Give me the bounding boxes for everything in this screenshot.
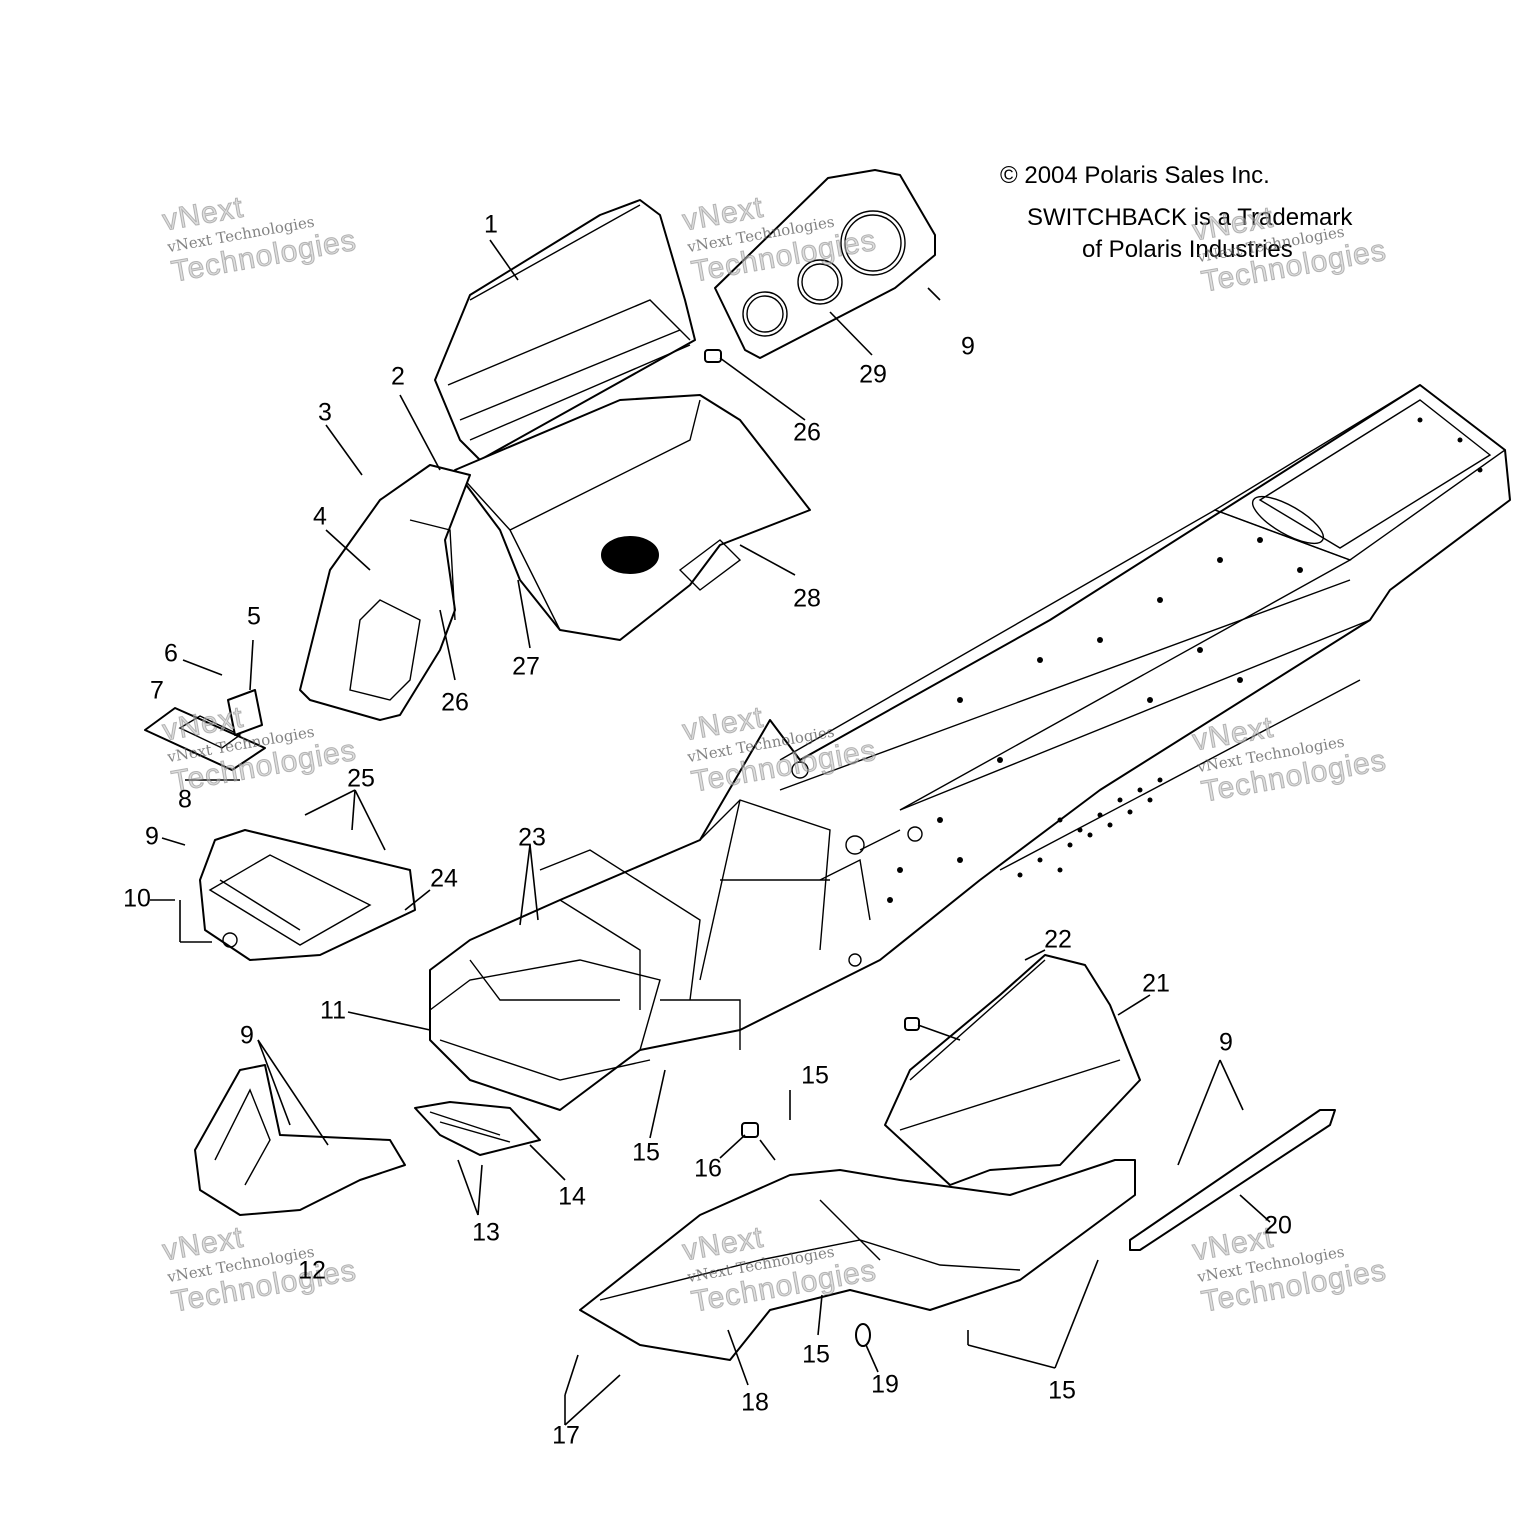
callout-4: 4: [313, 502, 327, 531]
part-28-console: [454, 394, 811, 641]
trademark-owner-line: of Polaris Industries: [1082, 236, 1293, 263]
part-24-belly-pan: [199, 829, 416, 961]
part-7-plate: [144, 707, 266, 771]
callout-15: 15: [801, 1061, 829, 1090]
trademark-line: SWITCHBACK is a Trademark: [1027, 204, 1353, 231]
callout-24: 24: [430, 864, 458, 893]
callout-10: 10: [123, 884, 151, 913]
callout-18: 18: [741, 1388, 769, 1417]
part-12-bumper: [194, 1064, 406, 1216]
part-1-hood: [434, 199, 696, 461]
callout-8: 8: [178, 785, 192, 814]
callout-20: 20: [1264, 1211, 1292, 1240]
callout-21: 21: [1142, 969, 1170, 998]
callout-11: 11: [320, 996, 346, 1025]
callout-12: 12: [298, 1256, 326, 1285]
callout-2: 2: [391, 362, 405, 391]
callout-16: 16: [694, 1154, 722, 1183]
copyright-line: © 2004 Polaris Sales Inc.: [1000, 162, 1270, 189]
callout-9: 9: [240, 1021, 254, 1050]
part-18-lower-panel: [579, 1159, 1136, 1361]
callout-15: 15: [632, 1138, 660, 1167]
callout-7: 7: [150, 676, 164, 705]
callout-14: 14: [558, 1182, 586, 1211]
callout-26: 26: [441, 688, 469, 717]
part-4-side-panel: [299, 464, 471, 721]
callout-9: 9: [1219, 1028, 1233, 1057]
part-5-bracket: [227, 689, 263, 736]
callout-27: 27: [512, 652, 540, 681]
callout-29: 29: [859, 360, 887, 389]
callout-25: 25: [347, 764, 375, 793]
callout-28: 28: [793, 584, 821, 613]
callout-15: 15: [1048, 1376, 1076, 1405]
callout-3: 3: [318, 398, 332, 427]
callout-17: 17: [552, 1421, 580, 1450]
callout-26: 26: [793, 418, 821, 447]
callout-22: 22: [1044, 925, 1072, 954]
callout-19: 19: [871, 1370, 899, 1399]
callout-23: 23: [518, 823, 546, 852]
callout-6: 6: [164, 639, 178, 668]
callout-5: 5: [247, 602, 261, 631]
callout-15: 15: [802, 1340, 830, 1369]
part-21-side-panel: [884, 954, 1141, 1186]
leader-lines: [150, 239, 1271, 1426]
callout-1: 1: [484, 210, 498, 239]
part-14-grille: [414, 1101, 541, 1156]
callout-13: 13: [472, 1218, 500, 1247]
callout-9: 9: [145, 822, 159, 851]
part-29-gauge-plate: [714, 169, 936, 359]
part-20-trim-strip: [1129, 1109, 1336, 1251]
chassis-frame: [429, 384, 1511, 1111]
callout-9: 9: [961, 332, 975, 361]
hardware: [704, 349, 920, 1347]
